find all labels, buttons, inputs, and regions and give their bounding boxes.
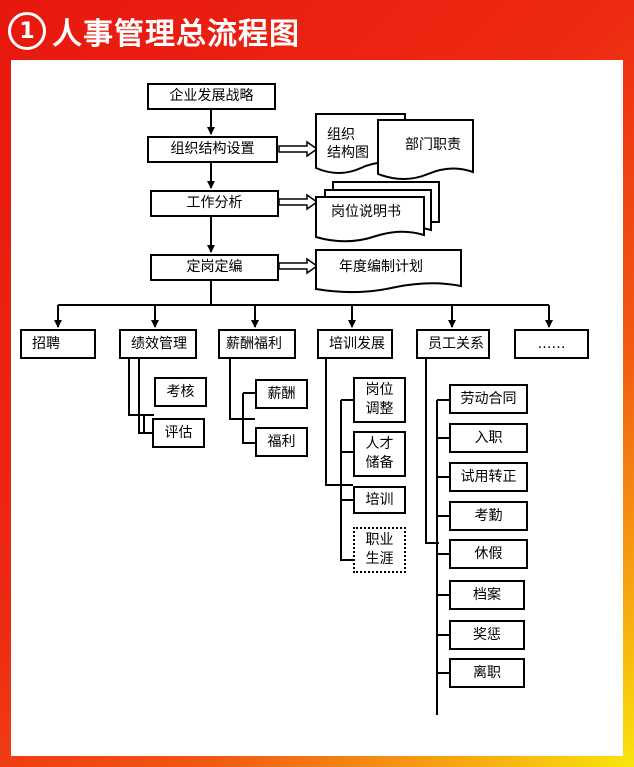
career-line2: 生涯 bbox=[365, 551, 394, 567]
more-box: …… bbox=[514, 329, 589, 359]
resignation-box: 离职 bbox=[449, 658, 525, 688]
doc-dept-duties-shape bbox=[377, 119, 474, 180]
doc-org-chart-line1: 组织 bbox=[327, 127, 355, 143]
leave-box: 休假 bbox=[449, 539, 528, 569]
flowchart-canvas: 企业发展战略 组织结构设置 工作分析 定岗定编 组织 结构图 部门职责 岗位说明… bbox=[11, 60, 623, 756]
talent-reserve-line1: 人才 bbox=[365, 436, 394, 452]
career-line1: 职业 bbox=[365, 532, 394, 548]
labor-contract-box: 劳动合同 bbox=[449, 384, 528, 414]
perf-branch-1 bbox=[128, 359, 154, 416]
probation-box: 试用转正 bbox=[449, 462, 528, 492]
title-bar: 1 人事管理总流程图 bbox=[8, 8, 300, 54]
connector-layer bbox=[54, 110, 553, 715]
doc-dept-duties: 部门职责 bbox=[405, 137, 461, 153]
double-arrow-org bbox=[278, 140, 319, 158]
comp-branch bbox=[229, 359, 255, 420]
salary-box: 薪酬 bbox=[255, 379, 308, 409]
talent-reserve-line2: 储备 bbox=[365, 455, 394, 471]
appraisal-box: 考核 bbox=[154, 377, 207, 407]
career-box: 职业 生涯 bbox=[353, 527, 406, 573]
watermark: 知乎 @HRD学堂牛哥 bbox=[446, 733, 609, 753]
rewards-box: 奖惩 bbox=[449, 620, 525, 650]
training-branch bbox=[325, 359, 353, 486]
doc-job-description: 岗位说明书 bbox=[331, 204, 401, 220]
doc-org-chart-line2: 结构图 bbox=[327, 145, 369, 161]
staffing-box: 定岗定编 bbox=[150, 254, 279, 281]
job-rotation-line1: 岗位 bbox=[365, 382, 394, 398]
onboarding-box: 入职 bbox=[449, 423, 528, 453]
performance-box: 绩效管理 bbox=[119, 329, 197, 359]
training-item-box: 培训 bbox=[353, 486, 406, 514]
step-number-badge: 1 bbox=[8, 12, 46, 50]
job-analysis-box: 工作分析 bbox=[150, 190, 279, 217]
talent-reserve-box: 人才 储备 bbox=[353, 431, 406, 477]
evaluation-box: 评估 bbox=[152, 418, 205, 448]
double-arrows bbox=[278, 140, 319, 275]
archives-box: 档案 bbox=[449, 580, 525, 610]
compensation-box: 薪酬福利 bbox=[218, 329, 296, 359]
perf-branch-2 bbox=[138, 359, 152, 434]
double-arrow-staffing bbox=[278, 257, 319, 275]
doc-annual-plan: 年度编制计划 bbox=[339, 259, 423, 275]
doc-annual-plan-shape bbox=[315, 249, 462, 294]
relations-branch bbox=[425, 359, 439, 544]
job-rotation-box: 岗位 调整 bbox=[353, 377, 406, 423]
training-box: 培训发展 bbox=[317, 329, 393, 359]
job-rotation-line2: 调整 bbox=[365, 401, 394, 417]
relations-box: 员工关系 bbox=[416, 329, 490, 359]
org-structure-box: 组织结构设置 bbox=[147, 136, 278, 163]
doc-job-desc-shape bbox=[315, 196, 425, 243]
benefits-box: 福利 bbox=[255, 427, 308, 457]
page-title: 人事管理总流程图 bbox=[52, 17, 300, 52]
strategy-box: 企业发展战略 bbox=[147, 83, 276, 110]
recruit-box: 招聘 bbox=[20, 329, 96, 359]
attendance-box: 考勤 bbox=[449, 501, 528, 531]
double-arrow-job bbox=[278, 193, 319, 211]
